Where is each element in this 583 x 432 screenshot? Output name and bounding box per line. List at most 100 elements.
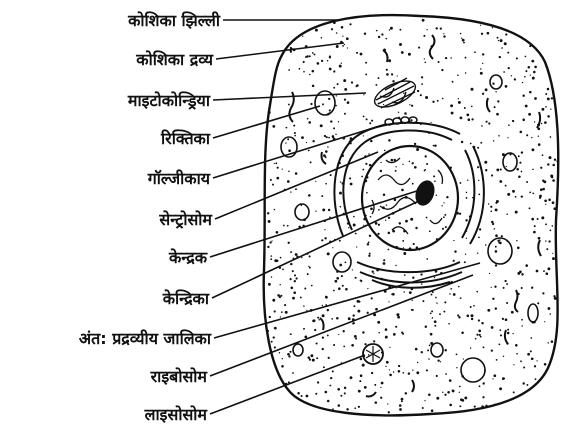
stipple-dot bbox=[358, 406, 360, 408]
stipple-dot bbox=[413, 243, 415, 245]
stipple-dot bbox=[436, 397, 439, 400]
stipple-dot bbox=[454, 250, 456, 252]
stipple-dot bbox=[356, 52, 358, 54]
stipple-dot bbox=[431, 310, 433, 312]
stipple-dot bbox=[322, 348, 324, 350]
stipple-dot bbox=[466, 238, 467, 239]
stipple-dot bbox=[491, 287, 492, 288]
stipple-dot bbox=[424, 170, 426, 172]
stipple-dot bbox=[329, 109, 331, 111]
stipple-dot bbox=[409, 161, 411, 163]
stipple-dot bbox=[401, 400, 403, 402]
stipple-dot bbox=[421, 76, 423, 78]
stipple-dot bbox=[290, 333, 292, 335]
stipple-dot bbox=[466, 114, 469, 117]
stipple-dot bbox=[550, 109, 551, 110]
stipple-dot bbox=[444, 349, 446, 351]
stipple-dot bbox=[460, 117, 463, 120]
label-endoplasmic-reticulum: अंत: प्रद्रव्यीय जालिका bbox=[79, 329, 212, 348]
stipple-dot bbox=[294, 274, 296, 276]
stipple-dot bbox=[521, 287, 523, 289]
stipple-dot bbox=[460, 398, 463, 401]
stipple-dot bbox=[506, 302, 508, 304]
stipple-dot bbox=[369, 122, 371, 124]
stipple-dot bbox=[333, 127, 335, 129]
stipple-dot bbox=[507, 329, 509, 331]
stipple-dot bbox=[339, 240, 341, 242]
stipple-dot bbox=[487, 309, 490, 312]
stipple-dot bbox=[488, 122, 490, 124]
stipple-dot bbox=[435, 297, 437, 299]
stipple-dot bbox=[551, 97, 553, 99]
stipple-dot bbox=[350, 376, 353, 379]
stipple-dot bbox=[359, 380, 361, 382]
stipple-dot bbox=[309, 359, 311, 361]
stipple-dot bbox=[330, 120, 332, 122]
stipple-dot bbox=[546, 272, 549, 275]
stipple-dot bbox=[538, 237, 541, 240]
stipple-dot bbox=[389, 347, 390, 348]
label-nucleus: केन्द्रक bbox=[168, 248, 208, 267]
stipple-dot bbox=[325, 296, 328, 299]
stipple-dot bbox=[360, 358, 363, 361]
stipple-dot bbox=[478, 194, 480, 196]
stipple-dot bbox=[484, 161, 487, 164]
stipple-dot bbox=[458, 101, 461, 104]
stipple-dot bbox=[481, 33, 483, 35]
stipple-dot bbox=[388, 301, 389, 302]
cytoplasm-stipple bbox=[267, 19, 558, 414]
stipple-dot bbox=[386, 73, 389, 76]
stipple-dot bbox=[442, 98, 444, 100]
stipple-dot bbox=[412, 309, 414, 311]
stipple-dot bbox=[430, 122, 431, 123]
stipple-dot bbox=[416, 148, 419, 151]
stipple-dot bbox=[493, 374, 496, 377]
stipple-dot bbox=[281, 365, 284, 368]
stipple-dot bbox=[325, 150, 328, 153]
stipple-dot bbox=[521, 195, 523, 197]
stipple-dot bbox=[409, 104, 410, 105]
stipple-dot bbox=[274, 310, 276, 312]
stipple-dot bbox=[533, 71, 536, 74]
stipple-dot bbox=[460, 33, 462, 35]
stipple-dot bbox=[417, 362, 418, 363]
stipple-dot bbox=[466, 197, 468, 199]
stipple-dot bbox=[531, 287, 533, 289]
stipple-dot bbox=[349, 177, 351, 179]
stipple-dot bbox=[542, 292, 544, 294]
stipple-dot bbox=[385, 220, 386, 221]
stipple-dot bbox=[515, 211, 518, 214]
stipple-dot bbox=[336, 317, 339, 320]
stipple-dot bbox=[440, 361, 441, 362]
stipple-dot bbox=[341, 26, 344, 29]
stipple-dot bbox=[310, 161, 312, 163]
stipple-dot bbox=[471, 314, 474, 317]
stipple-dot bbox=[268, 111, 271, 114]
stipple-dot bbox=[388, 232, 391, 235]
stipple-dot bbox=[525, 56, 527, 58]
stipple-dot bbox=[371, 120, 373, 122]
stipple-dot bbox=[461, 38, 462, 39]
stipple-dot bbox=[444, 394, 446, 396]
stipple-dot bbox=[309, 255, 311, 257]
stipple-dot bbox=[295, 277, 297, 279]
stipple-dot bbox=[404, 112, 407, 115]
stipple-dot bbox=[507, 137, 508, 138]
stipple-dot bbox=[312, 70, 315, 73]
stipple-dot bbox=[375, 401, 378, 404]
stipple-dot bbox=[529, 45, 531, 47]
stipple-dot bbox=[437, 359, 439, 361]
stipple-dot bbox=[448, 323, 450, 325]
stipple-dot bbox=[403, 247, 404, 248]
stipple-dot bbox=[360, 374, 363, 377]
stipple-dot bbox=[408, 372, 410, 374]
stipple-dot bbox=[525, 105, 528, 108]
stipple-dot bbox=[270, 179, 272, 181]
stipple-dot bbox=[354, 407, 356, 409]
stipple-dot bbox=[276, 177, 279, 180]
stipple-dot bbox=[547, 342, 548, 343]
stipple-dot bbox=[436, 302, 437, 303]
stipple-dot bbox=[480, 68, 481, 69]
stipple-dot bbox=[487, 32, 490, 35]
stipple-dot bbox=[384, 150, 386, 152]
